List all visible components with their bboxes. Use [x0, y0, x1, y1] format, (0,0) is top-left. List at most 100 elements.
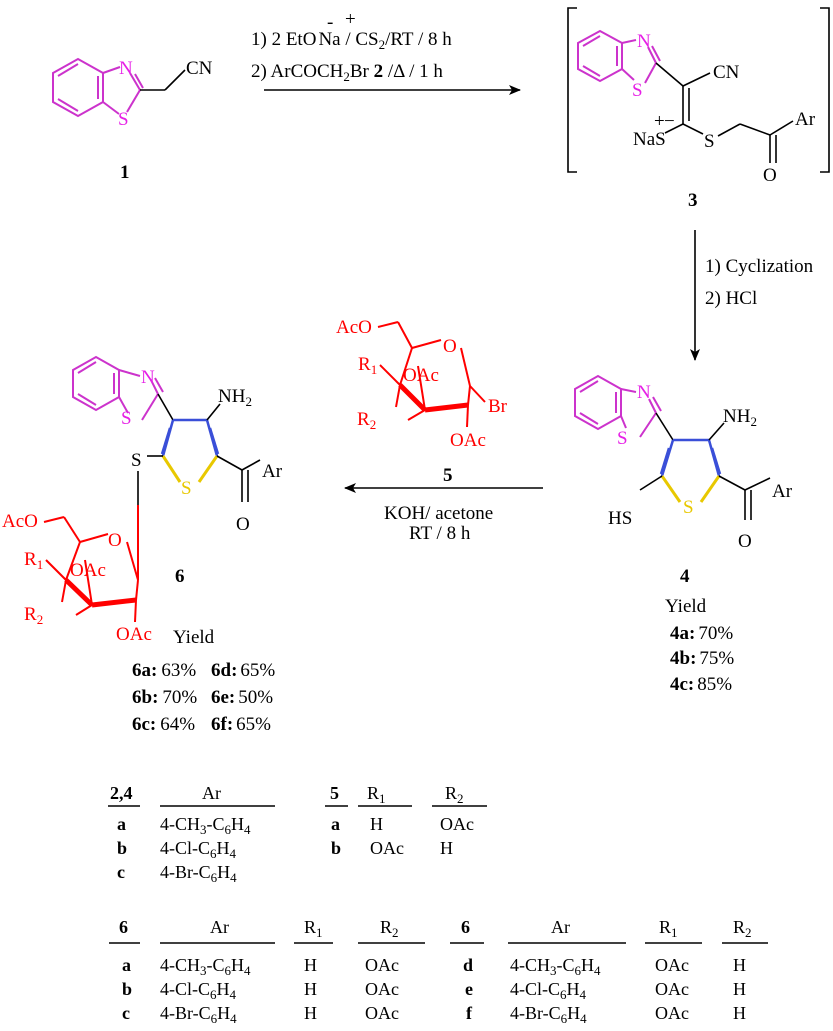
acidification-step: 2) HCl	[705, 288, 757, 309]
svg-text:H: H	[733, 979, 746, 999]
atom-n: N	[141, 367, 155, 388]
svg-text:b: b	[331, 838, 341, 858]
svg-text:OAc: OAc	[440, 814, 474, 834]
svg-text:a: a	[331, 814, 340, 834]
yields-4: Yield 4a:70% 4b:75% 4c:85%	[665, 596, 734, 695]
oac-c2: OAc	[450, 430, 486, 451]
table-row: e 4-Cl-C6H4 OAc H	[465, 979, 746, 1002]
cyclization-step: 1) Cyclization	[705, 256, 814, 277]
svg-text:H: H	[440, 838, 453, 858]
atom-n: N	[637, 31, 651, 52]
amino-group: NH2	[218, 386, 252, 409]
yield-4a: 4a:70%	[670, 623, 733, 644]
svg-text:4-Cl-C6H4: 4-Cl-C6H4	[160, 979, 237, 1002]
compound-label-6: 6	[175, 566, 185, 587]
table-row: b OAc H	[331, 838, 453, 858]
benzothiazole-ring	[574, 374, 662, 438]
compound-label-1: 1	[120, 162, 130, 183]
carbonyl-o: O	[738, 531, 752, 552]
svg-text:4-CH3-C6H4: 4-CH3-C6H4	[160, 814, 251, 837]
svg-text:a: a	[122, 955, 131, 975]
svg-text:OAc: OAc	[655, 955, 689, 975]
table-header-ar-right: Ar	[551, 917, 570, 937]
r2-substituent: R2	[357, 409, 376, 432]
table-header-r2: R2	[445, 783, 464, 806]
table-header-r2-left: R2	[380, 917, 399, 940]
table-row: b 4-Cl-C6H4	[117, 838, 237, 861]
table-header-r1: R1	[367, 783, 386, 806]
svg-text:4-Br-C6H4: 4-Br-C6H4	[160, 862, 237, 885]
oac-c2: OAc	[116, 624, 152, 645]
step2-conditions: 2) ArCOCH2Br 2 /Δ / 1 h	[251, 61, 443, 84]
atom-s-thioether: S	[704, 131, 715, 152]
thiol-group: HS	[608, 508, 632, 529]
cyano-group: CN	[186, 58, 213, 79]
aryl-group: Ar	[772, 481, 793, 502]
table-header-r1-left: R1	[304, 917, 323, 940]
minus-charge: −	[664, 111, 675, 132]
benzothiazole-ring	[52, 57, 144, 118]
table-header-id: 2,4	[110, 783, 133, 803]
yield-4c: 4c:85%	[670, 674, 732, 695]
temperature-time: RT / 8 h	[409, 523, 471, 544]
carbonyl-o: O	[763, 165, 777, 186]
yield-6b: 6b:70%	[132, 687, 197, 708]
table-row: c 4-Br-C6H4	[117, 862, 237, 885]
svg-text:4-CH3-C6H4: 4-CH3-C6H4	[160, 955, 251, 978]
yield-heading: Yield	[665, 596, 707, 617]
svg-text:d: d	[463, 955, 473, 975]
svg-text:OAc: OAc	[370, 838, 404, 858]
table-5: 5 R1 R2 a H OAc b OAc H	[325, 783, 487, 858]
compound-1: N S CN 1	[52, 57, 213, 183]
arrow-3-to-4: 1) Cyclization 2) HCl	[690, 230, 814, 361]
table-header-r2-right: R2	[733, 917, 752, 940]
svg-text:OAc: OAc	[365, 1003, 399, 1023]
svg-text:OAc: OAc	[365, 955, 399, 975]
yield-4b: 4b:75%	[670, 648, 734, 669]
acetoxy-group: AcO	[2, 511, 38, 532]
thioether-s: S	[131, 450, 142, 471]
svg-text:4-Br-C6H4: 4-Br-C6H4	[160, 1003, 237, 1026]
carbonyl-o: O	[236, 514, 250, 535]
table-row: a 4-CH3-C6H4 H OAc	[122, 955, 399, 978]
amino-group: NH2	[723, 406, 757, 429]
svg-text:4-Cl-C6H4: 4-Cl-C6H4	[160, 838, 237, 861]
bracket-left	[567, 7, 577, 173]
acetoxy-group: AcO	[336, 317, 372, 338]
table-row: a H OAc	[331, 814, 474, 834]
table-row: a 4-CH3-C6H4	[117, 814, 251, 837]
svg-text:H: H	[733, 955, 746, 975]
ring-oxygen: O	[108, 530, 122, 551]
table-row: d 4-CH3-C6H4 OAc H	[463, 955, 746, 978]
table-header-r1-right: R1	[659, 917, 678, 940]
svg-text:H: H	[304, 955, 317, 975]
arrow-4-to-6: 5 KOH/ acetone RT / 8 h	[344, 465, 543, 544]
compound-4: N S S NH2 HS Ar O 4	[574, 374, 793, 587]
svg-text:b: b	[122, 979, 132, 999]
atom-s-thiophene: S	[181, 478, 192, 499]
svg-text:4-Br-C6H4: 4-Br-C6H4	[510, 1003, 587, 1026]
svg-text:c: c	[122, 1003, 130, 1023]
atom-n: N	[119, 58, 133, 79]
svg-text:H: H	[304, 1003, 317, 1023]
thiophene-ring	[160, 418, 220, 483]
svg-text:OAc: OAc	[655, 979, 689, 999]
atom-s: S	[632, 80, 643, 101]
compound-label-3: 3	[688, 190, 698, 211]
bracket-right	[820, 7, 830, 173]
table-2-4: 2,4 Ar a 4-CH3-C6H4 b 4-Cl-C6H4 c 4-Br-C…	[108, 783, 275, 885]
atom-s-thiophene: S	[683, 497, 694, 518]
plus-charge: +	[654, 111, 665, 132]
sodium-charge: +	[345, 9, 356, 30]
yield-heading: Yield	[173, 627, 215, 648]
benzothiazole-ring	[577, 29, 661, 84]
reagent-5: 5	[443, 465, 453, 486]
sodium-thiolate: NaS	[633, 129, 666, 150]
svg-text:H: H	[733, 1003, 746, 1023]
table-header-ar-left: Ar	[210, 917, 229, 937]
table-6: 6 Ar R1 R2 6 Ar R1 R2 a 4-CH3-C6H4 H OAc…	[109, 917, 768, 1026]
yield-6e: 6e:50%	[211, 687, 273, 708]
aryl-group: Ar	[262, 461, 283, 482]
oac-c3: OAc	[403, 365, 439, 386]
